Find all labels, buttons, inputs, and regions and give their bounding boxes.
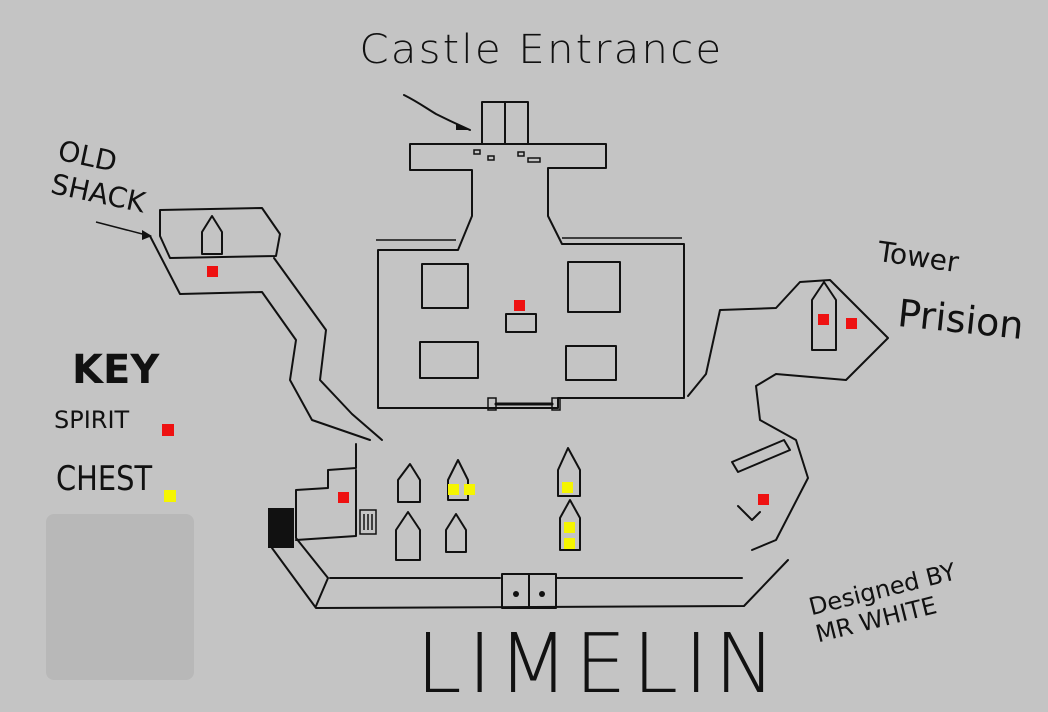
spirit-marker[interactable]: [818, 314, 829, 325]
spirit-marker[interactable]: [514, 300, 525, 311]
black-door: [268, 508, 294, 548]
legend-spirit-swatch: [162, 424, 174, 436]
spirit-marker[interactable]: [758, 494, 769, 505]
chest-marker[interactable]: [464, 484, 475, 495]
castle-building: [376, 143, 685, 411]
town-area: [268, 443, 789, 609]
chest-marker[interactable]: [448, 484, 459, 495]
castle-entrance-label: Castle Entrance: [359, 27, 724, 73]
chest-markers: [448, 482, 575, 549]
spirit-marker[interactable]: [338, 492, 349, 503]
chest-marker[interactable]: [564, 538, 575, 549]
legend-heading: KEY: [72, 347, 160, 393]
spirit-marker[interactable]: [207, 266, 218, 277]
old-shack-area: [95, 207, 383, 441]
chest-marker[interactable]: [564, 522, 575, 533]
tower-prison-area: [687, 279, 889, 551]
legend-chest-swatch: [164, 490, 176, 502]
arrow-head-icon: [142, 230, 152, 240]
map-title: LIMELIN: [416, 617, 782, 712]
legend-chest-label: CHEST: [56, 459, 153, 499]
castle-gate: [403, 94, 529, 145]
spirit-markers: [207, 266, 857, 505]
legend-spirit-label: SPIRIT: [54, 406, 130, 434]
spirit-marker[interactable]: [846, 318, 857, 329]
chest-marker[interactable]: [562, 482, 573, 493]
legend-blank-panel: [46, 514, 194, 680]
